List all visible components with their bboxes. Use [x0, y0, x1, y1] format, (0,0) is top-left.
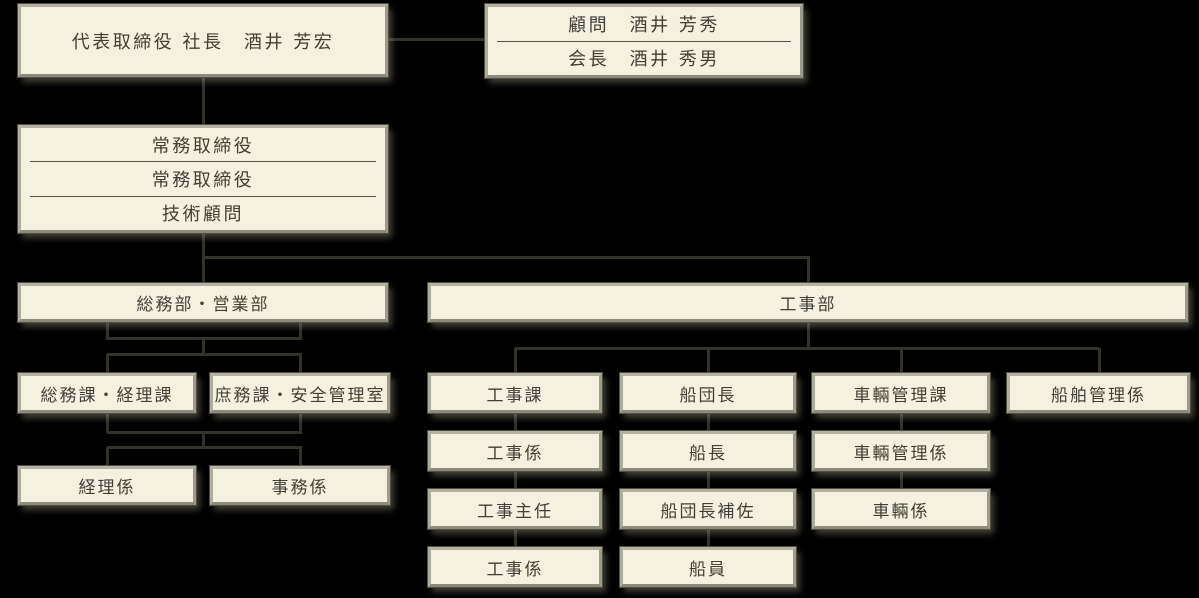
org-node-construction-staff-2: 工事係 — [428, 547, 602, 587]
connector-line — [106, 354, 109, 374]
connector-line — [707, 413, 710, 432]
org-node-general-affairs-sales-dept: 総務部・営業部 — [18, 283, 388, 322]
org-node-label: 工事課 — [486, 385, 544, 406]
org-node-construction-staff-1: 工事係 — [428, 431, 602, 471]
org-node-label: 工事係 — [486, 559, 544, 580]
connector-line — [107, 446, 302, 449]
org-node-label: 船長 — [689, 443, 727, 464]
org-node-vehicle-staff: 車輛係 — [812, 489, 990, 529]
org-node-vehicle-management-staff: 車輛管理係 — [812, 431, 990, 471]
org-node-label: 船団長 — [679, 385, 737, 406]
connector-line — [707, 471, 710, 490]
connector-line — [299, 447, 302, 467]
connector-line — [514, 413, 517, 432]
org-node-label: 船舶管理係 — [1051, 385, 1146, 406]
org-node-label: 経理係 — [78, 478, 136, 498]
org-node-label: 工事係 — [486, 443, 544, 464]
org-node-label: 代表取締役 社長 酒井 芳宏 — [71, 31, 335, 53]
org-node-label: 総務課・経理課 — [40, 385, 174, 406]
connector-line — [106, 321, 109, 340]
org-node-construction-chief: 工事主任 — [428, 489, 602, 529]
org-node-fleet-leader-assistant: 船団長補佐 — [620, 489, 796, 529]
org-node-fleet-leader: 船団長 — [620, 373, 796, 413]
org-node-label: 技術顧問 — [30, 195, 376, 230]
org-node-ship-management-staff: 船舶管理係 — [1007, 373, 1190, 413]
connector-line — [515, 347, 1099, 350]
connector-line — [807, 320, 810, 349]
org-node-construction-section: 工事課 — [428, 373, 602, 413]
connector-line — [299, 413, 302, 433]
org-node-managing-directors: 常務取締役常務取締役技術顧問 — [18, 125, 388, 233]
org-node-label: 会長 酒井 秀男 — [497, 40, 791, 76]
org-node-label: 事務係 — [271, 478, 329, 498]
org-node-label: 常務取締役 — [151, 135, 255, 157]
connector-line — [386, 38, 485, 41]
connector-line — [202, 338, 205, 356]
org-node-president: 代表取締役 社長 酒井 芳宏 — [18, 4, 388, 77]
org-node-office-staff: 事務係 — [210, 466, 390, 505]
connector-line — [900, 348, 903, 374]
org-node-label: 車輛管理係 — [853, 443, 949, 464]
org-node-label: 車輛管理課 — [853, 385, 949, 406]
connector-line — [106, 447, 109, 467]
org-node-vehicle-management-section: 車輛管理課 — [812, 373, 990, 413]
org-node-crew: 船員 — [620, 547, 796, 587]
org-node-label: 庶務課・安全管理室 — [214, 385, 386, 406]
org-node-label: 常務取締役 — [30, 161, 376, 195]
org-node-advisor-chairman: 顧問 酒井 芳秀会長 酒井 秀男 — [485, 4, 803, 78]
org-node-construction-dept: 工事部 — [428, 283, 1188, 322]
connector-line — [299, 354, 302, 374]
connector-line — [1098, 348, 1101, 374]
org-node-general-affairs-accounting-section: 総務課・経理課 — [18, 373, 196, 413]
connector-line — [900, 413, 903, 432]
connector-line — [514, 348, 517, 374]
org-node-label: 総務部・営業部 — [136, 295, 270, 315]
org-node-label: 工事主任 — [477, 501, 553, 522]
org-node-label: 顧問 酒井 芳秀 — [568, 14, 720, 36]
connector-line — [203, 256, 809, 259]
org-node-captain: 船長 — [620, 431, 796, 471]
connector-line — [107, 353, 302, 356]
org-node-label: 工事部 — [779, 295, 837, 315]
org-node-accounting-staff: 経理係 — [18, 466, 196, 505]
org-node-label: 船団長補佐 — [660, 501, 756, 522]
connector-line — [707, 348, 710, 374]
connector-line — [299, 321, 302, 340]
connector-line — [514, 529, 517, 548]
connector-line — [514, 471, 517, 490]
connector-line — [106, 413, 109, 433]
connector-line — [202, 432, 205, 449]
org-node-label: 船員 — [689, 559, 727, 580]
org-node-label: 車輛係 — [872, 501, 930, 522]
connector-line — [707, 529, 710, 548]
connector-line — [807, 256, 810, 284]
connector-line — [900, 471, 903, 490]
connector-line — [202, 76, 205, 126]
org-node-misc-safety-management-office: 庶務課・安全管理室 — [210, 373, 390, 413]
